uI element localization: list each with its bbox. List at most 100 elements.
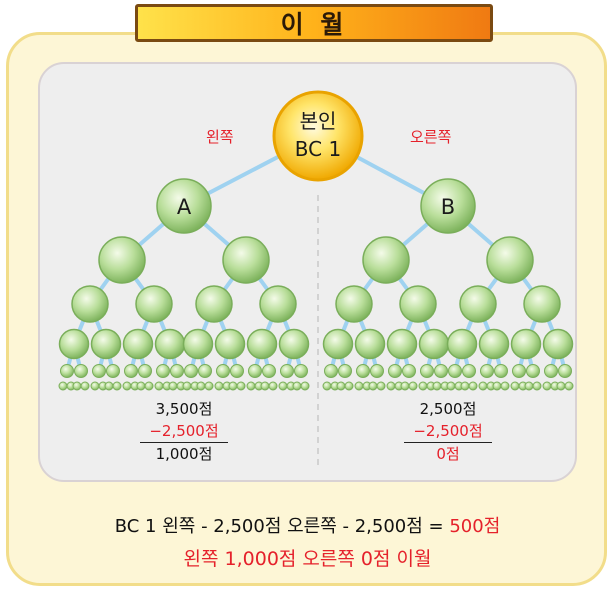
tree-node-level5 (170, 364, 184, 378)
tree-node-level6 (154, 381, 164, 391)
tree-node-level6 (408, 381, 418, 391)
tree-node-level5 (92, 364, 106, 378)
tree-node-level6 (214, 381, 224, 391)
tree-node-level6 (432, 381, 442, 391)
tree-node-level6 (236, 381, 246, 391)
tree-node-level4 (214, 328, 246, 360)
tree-node-level5 (494, 364, 508, 378)
right-deduction: −2,500점 (413, 422, 483, 440)
left-amount: 3,500점 (155, 400, 213, 418)
tree-node-level4 (278, 328, 310, 360)
tree-node-level4 (90, 328, 122, 360)
tree-node-level5 (544, 364, 558, 378)
tree-node-level3 (335, 285, 373, 323)
summary-carryover: 왼쪽 1,000점 오른쪽 0점 이월 (183, 548, 432, 570)
tree-node-level6 (204, 381, 214, 391)
left-result: 1,000점 (155, 445, 213, 463)
tree-node-level6 (344, 381, 354, 391)
tree-node-level5 (512, 364, 526, 378)
tree-node-level6 (400, 381, 410, 391)
tree-node-level3 (135, 285, 173, 323)
right-amount: 2,500점 (419, 400, 477, 418)
tree-node-level5 (480, 364, 494, 378)
right-sum-line (404, 442, 492, 443)
tree-node-level2 (486, 236, 534, 284)
tree-node-level6 (368, 381, 378, 391)
tree-node-level4 (354, 328, 386, 360)
tree-node-level4 (418, 328, 450, 360)
tree-node-level4 (322, 328, 354, 360)
tree-node-level1 (156, 178, 212, 234)
tree-node-level6 (336, 381, 346, 391)
tree-node-level6 (542, 381, 552, 391)
tree-node-level5 (558, 364, 572, 378)
tree-node-level5 (370, 364, 384, 378)
tree-node-level5 (402, 364, 416, 378)
tree-node-level6 (300, 381, 310, 391)
tree-node-level4 (154, 328, 186, 360)
tree-node-level4 (58, 328, 90, 360)
root-node-line2: BC 1 (295, 137, 341, 161)
tree-node-level6 (478, 381, 488, 391)
left-deduction: −2,500점 (149, 422, 219, 440)
tree-node-level2 (222, 236, 270, 284)
tree-node-level5 (294, 364, 308, 378)
tree-node-level6 (468, 381, 478, 391)
root-node-line1: 본인 (300, 109, 337, 133)
page-title: 이 월 (135, 4, 493, 42)
tree-node-level5 (324, 364, 338, 378)
tree-node-level6 (278, 381, 288, 391)
tree-node-level6 (532, 381, 542, 391)
tree-node-level5 (420, 364, 434, 378)
node-b-label: B (441, 195, 455, 219)
tree-node-level6 (292, 381, 302, 391)
tree-node-level5 (156, 364, 170, 378)
tree-node-level3 (459, 285, 497, 323)
tree-node-level6 (500, 381, 510, 391)
tree-node-level6 (136, 381, 146, 391)
tree-node-level4 (386, 328, 418, 360)
tree-node-level5 (448, 364, 462, 378)
tree-node-level6 (260, 381, 270, 391)
tree-node-level2 (98, 236, 146, 284)
left-side-label: 왼쪽 (206, 128, 234, 146)
tree-node-level6 (182, 381, 192, 391)
tree-node-level6 (90, 381, 100, 391)
tree-node-level4 (542, 328, 574, 360)
tree-node-level5 (184, 364, 198, 378)
tree-node-level6 (168, 381, 178, 391)
tree-node-level6 (354, 381, 364, 391)
tree-node-level6 (564, 381, 574, 391)
tree-node-level6 (386, 381, 396, 391)
right-result: 0점 (436, 445, 460, 463)
tree-node-level5 (338, 364, 352, 378)
tree-node-level5 (198, 364, 212, 378)
tree-node-level6 (228, 381, 238, 391)
tree-node-level6 (418, 381, 428, 391)
tree-node-level6 (460, 381, 470, 391)
tree-node-level4 (478, 328, 510, 360)
tree-node-level6 (196, 381, 206, 391)
tree-node-level5 (124, 364, 138, 378)
summary-formula-result: 500점 (449, 516, 501, 537)
tree-node-level3 (71, 285, 109, 323)
tree-node-level4 (182, 328, 214, 360)
tree-node-level6 (246, 381, 256, 391)
tree-node-level3 (259, 285, 297, 323)
tree-node-level6 (524, 381, 534, 391)
tree-node-level6 (144, 381, 154, 391)
left-sum-line (140, 442, 228, 443)
node-a-label: A (177, 195, 192, 219)
right-side-label: 오른쪽 (410, 128, 452, 146)
tree-node-level6 (72, 381, 82, 391)
tree-node-level2 (362, 236, 410, 284)
tree-node-level5 (280, 364, 294, 378)
tree-node-level5 (262, 364, 276, 378)
tree-node-level4 (446, 328, 478, 360)
summary-formula-text: BC 1 왼쪽 - 2,500점 오른쪽 - 2,500점 = (114, 516, 450, 537)
tree-node-level6 (510, 381, 520, 391)
tree-node-level6 (112, 381, 122, 391)
tree-node-level6 (376, 381, 386, 391)
tree-node-level3 (523, 285, 561, 323)
tree-node-level6 (322, 381, 332, 391)
